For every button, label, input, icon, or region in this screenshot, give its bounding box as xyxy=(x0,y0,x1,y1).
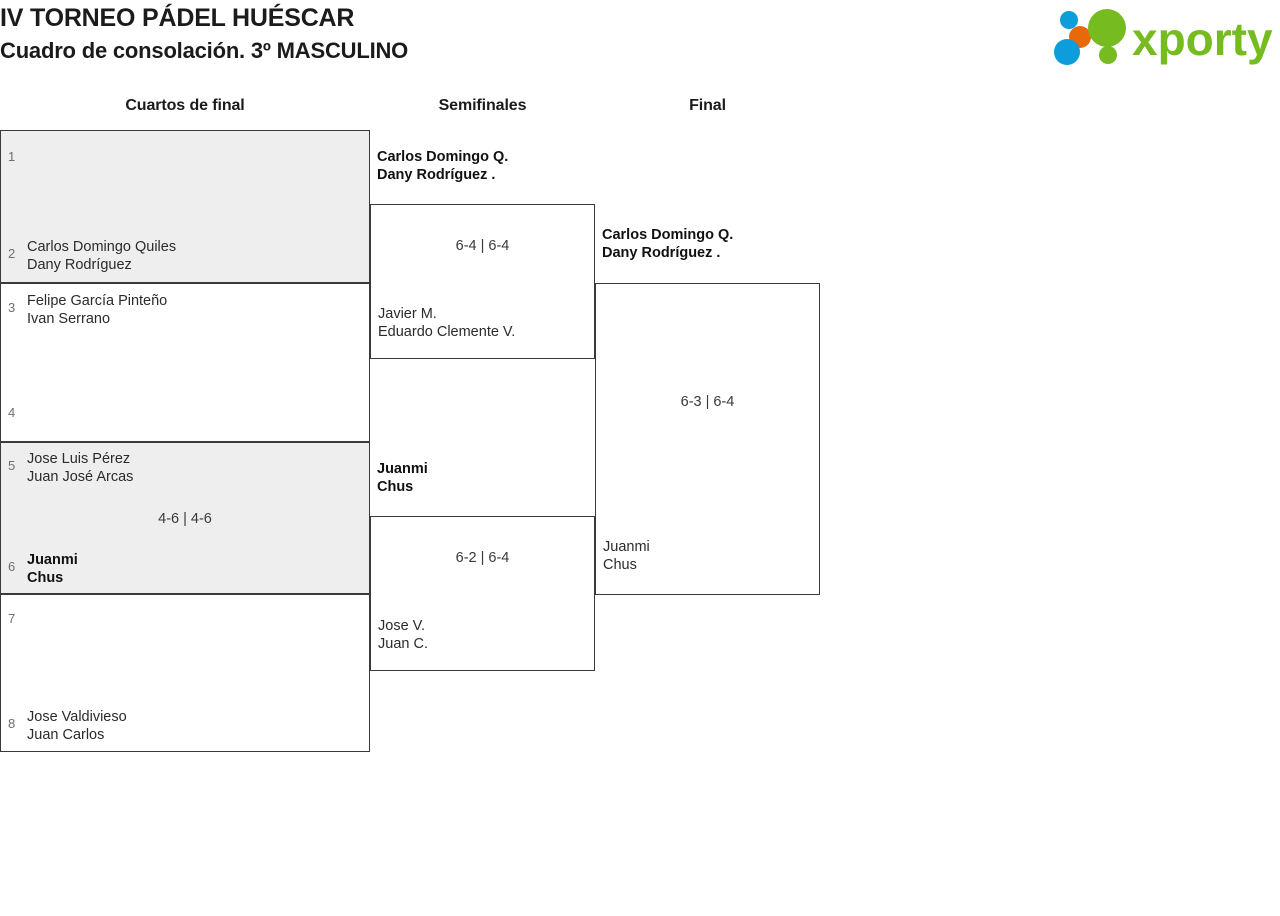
xporty-logo[interactable]: xporty xyxy=(1052,6,1276,66)
player-line-1: Carlos Domingo Quiles xyxy=(27,239,177,255)
match-score: 6-2 | 6-4 xyxy=(455,550,510,566)
team-names: Juanmi Chus xyxy=(27,551,363,587)
seed-number: 1 xyxy=(8,149,16,164)
player-line-2: Eduardo Clemente V. xyxy=(378,324,516,340)
seed-number: 3 xyxy=(8,300,16,315)
player-line-1: Carlos Domingo Q. xyxy=(377,149,509,165)
player-line-2: Chus xyxy=(603,557,637,573)
match-box-r1-m1[interactable]: 1 2 Carlos Domingo Quiles Dany Rodríguez xyxy=(0,130,370,283)
team-names: Felipe García Pinteño Ivan Serrano xyxy=(27,292,363,328)
match-score: 6-3 | 6-4 xyxy=(680,394,735,410)
player-line-1: Javier M. xyxy=(378,306,437,322)
player-line-1: Juanmi xyxy=(603,539,650,555)
player-line-2: Chus xyxy=(377,479,414,495)
r2-m2-top-team: Juanmi Chus xyxy=(377,460,428,496)
match-box-r1-m3[interactable]: 5 Jose Luis Pérez Juan José Arcas 4-6 | … xyxy=(0,442,370,594)
r2-m2-bottom-team: Jose V. Juan C. xyxy=(378,617,428,653)
player-line-2: Dany Rodríguez . xyxy=(602,245,721,261)
team-names: Jose Valdivieso Juan Carlos xyxy=(27,708,363,744)
player-line-1: Jose V. xyxy=(378,618,426,634)
match-box-r1-m4[interactable]: 7 8 Jose Valdivieso Juan Carlos xyxy=(0,594,370,752)
round-header-quarterfinals: Cuartos de final xyxy=(125,97,245,114)
logo-dot-blue-bottom xyxy=(1054,39,1080,65)
match-box-r2-m1[interactable]: 6-4 | 6-4 Javier M. Eduardo Clemente V. xyxy=(370,204,595,359)
player-line-2: Dany Rodríguez xyxy=(27,257,132,273)
r3-runnerup-team: Juanmi Chus xyxy=(603,538,650,574)
match-box-r2-m2[interactable]: 6-2 | 6-4 Jose V. Juan C. xyxy=(370,516,595,671)
match-box-r3-final[interactable]: 6-3 | 6-4 Juanmi Chus xyxy=(595,283,820,595)
team-names: Carlos Domingo Quiles Dany Rodríguez xyxy=(27,238,363,274)
match-box-r1-m2[interactable]: 3 Felipe García Pinteño Ivan Serrano 4 xyxy=(0,283,370,442)
logo-dot-green-large xyxy=(1088,9,1126,47)
team-names: Jose Luis Pérez Juan José Arcas xyxy=(27,450,363,486)
player-line-1: Juanmi xyxy=(27,552,78,568)
logo-dot-green-small xyxy=(1099,46,1117,64)
player-line-1: Jose Valdivieso xyxy=(27,709,127,725)
seed-number: 2 xyxy=(8,246,16,261)
round-header-final: Final xyxy=(689,97,726,114)
player-line-2: Juan C. xyxy=(378,636,428,652)
player-line-1: Carlos Domingo Q. xyxy=(602,227,734,243)
seed-number: 5 xyxy=(8,458,16,473)
round-header-semifinals: Semifinales xyxy=(438,97,527,114)
player-line-1: Juanmi xyxy=(377,461,428,477)
player-line-2: Juan Carlos xyxy=(27,727,105,743)
seed-number: 7 xyxy=(8,611,16,626)
match-score: 6-4 | 6-4 xyxy=(455,238,510,254)
player-line-1: Felipe García Pinteño xyxy=(27,293,168,309)
r3-champion-team: Carlos Domingo Q. Dany Rodríguez . xyxy=(602,226,733,262)
player-line-2: Juan José Arcas xyxy=(27,469,134,485)
r2-m1-bottom-team: Javier M. Eduardo Clemente V. xyxy=(378,305,515,341)
player-line-1: Jose Luis Pérez xyxy=(27,451,131,467)
seed-number: 8 xyxy=(8,716,16,731)
tournament-title: IV TORNEO PÁDEL HUÉSCAR xyxy=(0,4,355,32)
bracket-subtitle: Cuadro de consolación. 3º MASCULINO xyxy=(0,38,409,63)
seed-number: 6 xyxy=(8,559,16,574)
logo-wordmark: xporty xyxy=(1132,13,1273,65)
seed-number: 4 xyxy=(8,405,16,420)
player-line-2: Ivan Serrano xyxy=(27,311,111,327)
player-line-2: Chus xyxy=(27,570,64,586)
xporty-logo-icon: xporty xyxy=(1054,9,1273,65)
logo-dot-blue-top xyxy=(1060,11,1078,29)
match-score: 4-6 | 4-6 xyxy=(158,511,212,527)
page-title: IV TORNEO PÁDEL HUÉSCAR Cuadro de consol… xyxy=(0,2,408,66)
player-line-2: Dany Rodríguez . xyxy=(377,167,496,183)
r2-m1-top-team: Carlos Domingo Q. Dany Rodríguez . xyxy=(377,148,508,184)
